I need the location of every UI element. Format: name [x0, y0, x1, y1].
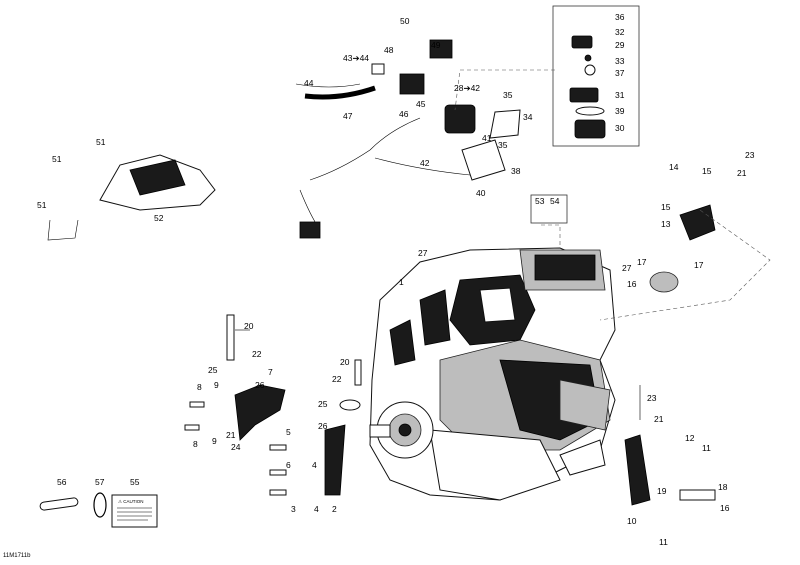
callout-25: 25 [318, 399, 328, 409]
callout-9: 9 [214, 380, 219, 390]
callout-38: 38 [511, 166, 521, 176]
throttle-body-parts [569, 35, 606, 139]
callout-51: 51 [52, 154, 62, 164]
callout-15: 15 [702, 166, 712, 176]
callout-15: 15 [661, 202, 671, 212]
callout-46: 46 [399, 109, 409, 119]
callout-16: 16 [627, 279, 637, 289]
callout-1: 1 [399, 277, 404, 287]
callout-53: 53 [535, 196, 545, 206]
callout-20: 20 [244, 321, 254, 331]
callout-35: 35 [498, 140, 508, 150]
callout-21: 21 [226, 430, 236, 440]
callout-26: 26 [255, 380, 265, 390]
callout-36: 36 [615, 12, 625, 22]
callout-17: 17 [637, 257, 647, 267]
upper-parts [295, 39, 521, 239]
callout-31: 31 [615, 90, 625, 100]
callout-25: 25 [208, 365, 218, 375]
assembly-lines [235, 69, 771, 420]
callout-50: 50 [400, 16, 410, 26]
callout-29: 29 [615, 40, 625, 50]
callout-51: 51 [37, 200, 47, 210]
callout-4: 4 [312, 460, 317, 470]
callout-5: 5 [286, 427, 291, 437]
callout-33: 33 [615, 56, 625, 66]
callout-14: 14 [669, 162, 679, 172]
callout-34: 34 [523, 112, 533, 122]
callout-4: 4 [314, 504, 319, 514]
callout-11: 11 [659, 537, 668, 547]
callout-53-54-inset [530, 194, 568, 224]
callout-3: 3 [291, 504, 296, 514]
callout-21: 21 [654, 414, 664, 424]
left-bracket [47, 154, 216, 241]
callout-12: 12 [685, 433, 695, 443]
callout-37: 37 [615, 68, 625, 78]
callout-30: 30 [615, 123, 625, 133]
callout-13: 13 [661, 219, 671, 229]
callout-24: 24 [231, 442, 241, 452]
left-mounts [184, 314, 362, 496]
callout-35: 35 [503, 90, 513, 100]
callout-44: 44 [304, 78, 314, 88]
right-mounts [624, 204, 716, 506]
callout-42: 42 [420, 158, 430, 168]
callout-22: 22 [252, 349, 262, 359]
loose-items: ⚠ CAUTION [39, 492, 158, 528]
callout-8: 8 [197, 382, 202, 392]
callout-18: 18 [718, 482, 728, 492]
callout-28-42: 28➔42 [454, 83, 480, 93]
caution-label-title: ⚠ CAUTION [118, 499, 144, 504]
callout-51: 51 [96, 137, 106, 147]
callout-39: 39 [615, 106, 625, 116]
caution-label [111, 494, 158, 528]
callout-27: 27 [418, 248, 428, 258]
callout-6: 6 [286, 460, 291, 470]
callout-48: 48 [384, 45, 394, 55]
callout-22: 22 [332, 374, 342, 384]
callout-10: 10 [627, 516, 637, 526]
callout-11: 11 [702, 443, 711, 453]
callout-23: 23 [745, 150, 755, 160]
callout-27: 27 [622, 263, 632, 273]
callout-40: 40 [476, 188, 486, 198]
callout-9: 9 [212, 436, 217, 446]
callout-26: 26 [318, 421, 328, 431]
callout-16: 16 [720, 503, 730, 513]
callout-8: 8 [193, 439, 198, 449]
callout-47: 47 [343, 111, 353, 121]
callouts: 1 2 3 4 4 5 6 7 8 8 9 9 10 11 11 12 13 1… [37, 12, 755, 547]
callout-52: 52 [154, 213, 164, 223]
callout-17: 17 [694, 260, 704, 270]
callout-2: 2 [332, 504, 337, 514]
callout-45: 45 [416, 99, 426, 109]
callout-7: 7 [268, 367, 273, 377]
callout-56: 56 [57, 477, 67, 487]
callout-19: 19 [657, 486, 667, 496]
callout-20: 20 [340, 357, 350, 367]
callout-23: 23 [647, 393, 657, 403]
callout-21: 21 [737, 168, 747, 178]
callout-41: 41 [482, 133, 492, 143]
callout-32: 32 [615, 27, 625, 37]
engine-block [369, 247, 616, 501]
callout-57: 57 [95, 477, 105, 487]
figure-reference: 11M1711b [3, 553, 31, 559]
callout-43-44: 43➔44 [343, 53, 369, 63]
callout-55: 55 [130, 477, 140, 487]
callout-49: 49 [431, 40, 441, 50]
callout-54: 54 [550, 196, 560, 206]
